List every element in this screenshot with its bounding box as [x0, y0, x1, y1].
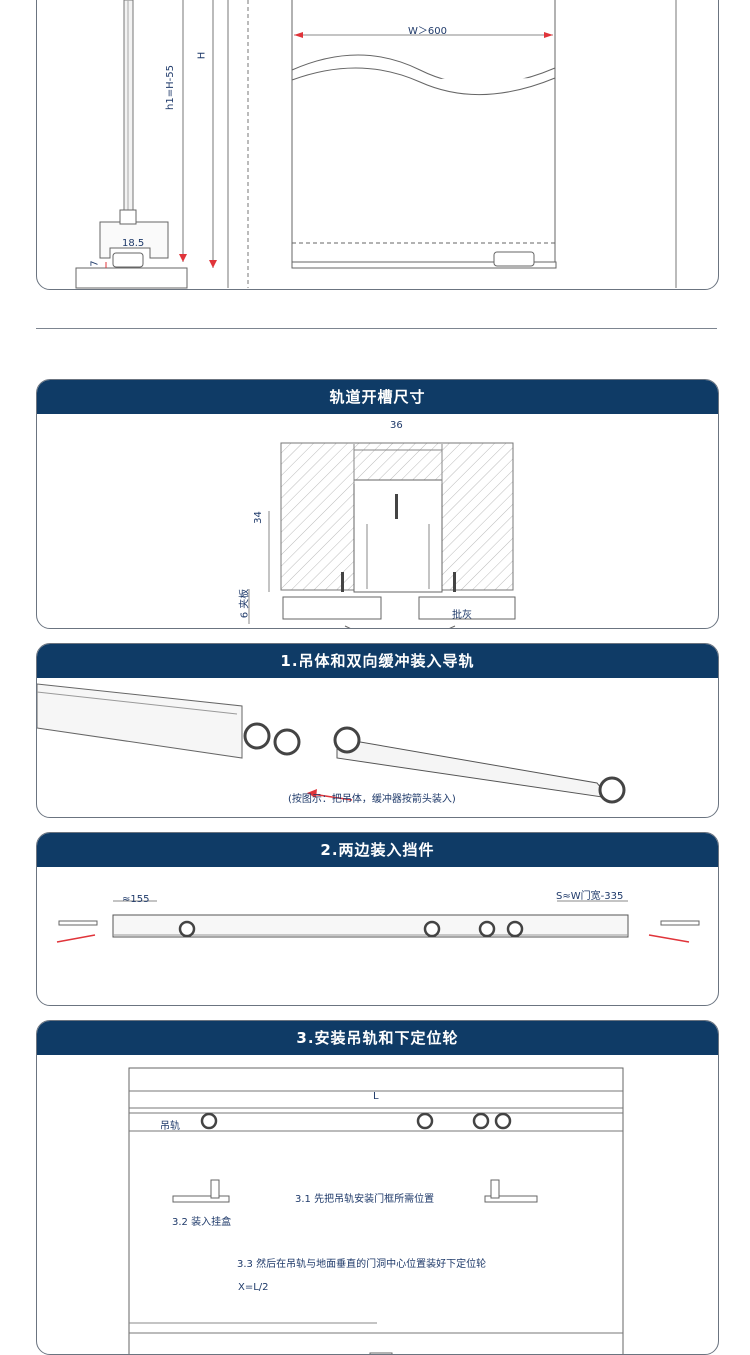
step1-caption: (按图示：把吊体，缓冲器按箭头装入): [288, 794, 456, 805]
dim-18-label: 18.5: [122, 238, 145, 249]
step1-title: 1.吊体和双向缓冲装入导轨: [37, 644, 718, 678]
dim-x-label: X=L/2: [238, 1282, 269, 1293]
groove-diagram: [248, 442, 516, 628]
step3-diagram: [128, 1067, 624, 1354]
dim-right-label: S≈W门宽-335: [556, 891, 624, 902]
step3-title: 3.安装吊轨和下定位轮: [37, 1021, 718, 1055]
h1-label: h1=H-55: [164, 65, 176, 110]
plywood-label: 6 夹板: [239, 588, 251, 619]
note-32: 3.2 装入挂盒: [172, 1217, 232, 1228]
top-diagram-panel: [36, 0, 719, 290]
note-33: 3.3 然后在吊轨与地面垂直的门洞中心位置装好下定位轮: [237, 1259, 487, 1270]
height-label: H: [196, 51, 208, 60]
step1-card: 1.吊体和双向缓冲装入导轨: [36, 643, 719, 818]
groove-title: 轨道开槽尺寸: [37, 380, 718, 414]
dim-36-label: 36: [390, 420, 403, 431]
step2-card: 2.两边装入挡件: [36, 832, 719, 1006]
dim-7-label: 7: [89, 260, 101, 267]
dim-L-label: L: [373, 1091, 379, 1102]
top-diagram: [75, 0, 677, 289]
dim-left-label: ≈155: [122, 894, 150, 905]
groove-card: 轨道开槽尺寸: [36, 379, 719, 629]
dim-34-label: 34: [252, 511, 264, 524]
note-31: 3.1 先把吊轨安装门框所需位置: [295, 1194, 435, 1205]
width-label: W＞600: [408, 26, 447, 37]
step2-title: 2.两边装入挡件: [37, 833, 718, 867]
section-divider: [36, 328, 717, 329]
step1-diagram: [37, 683, 626, 804]
rail-label: 吊轨: [160, 1121, 180, 1132]
putty-label: 批灰: [452, 610, 472, 621]
step3-card: 3.安装吊轨和下定位轮: [36, 1020, 719, 1355]
step2-diagram: [56, 900, 700, 943]
